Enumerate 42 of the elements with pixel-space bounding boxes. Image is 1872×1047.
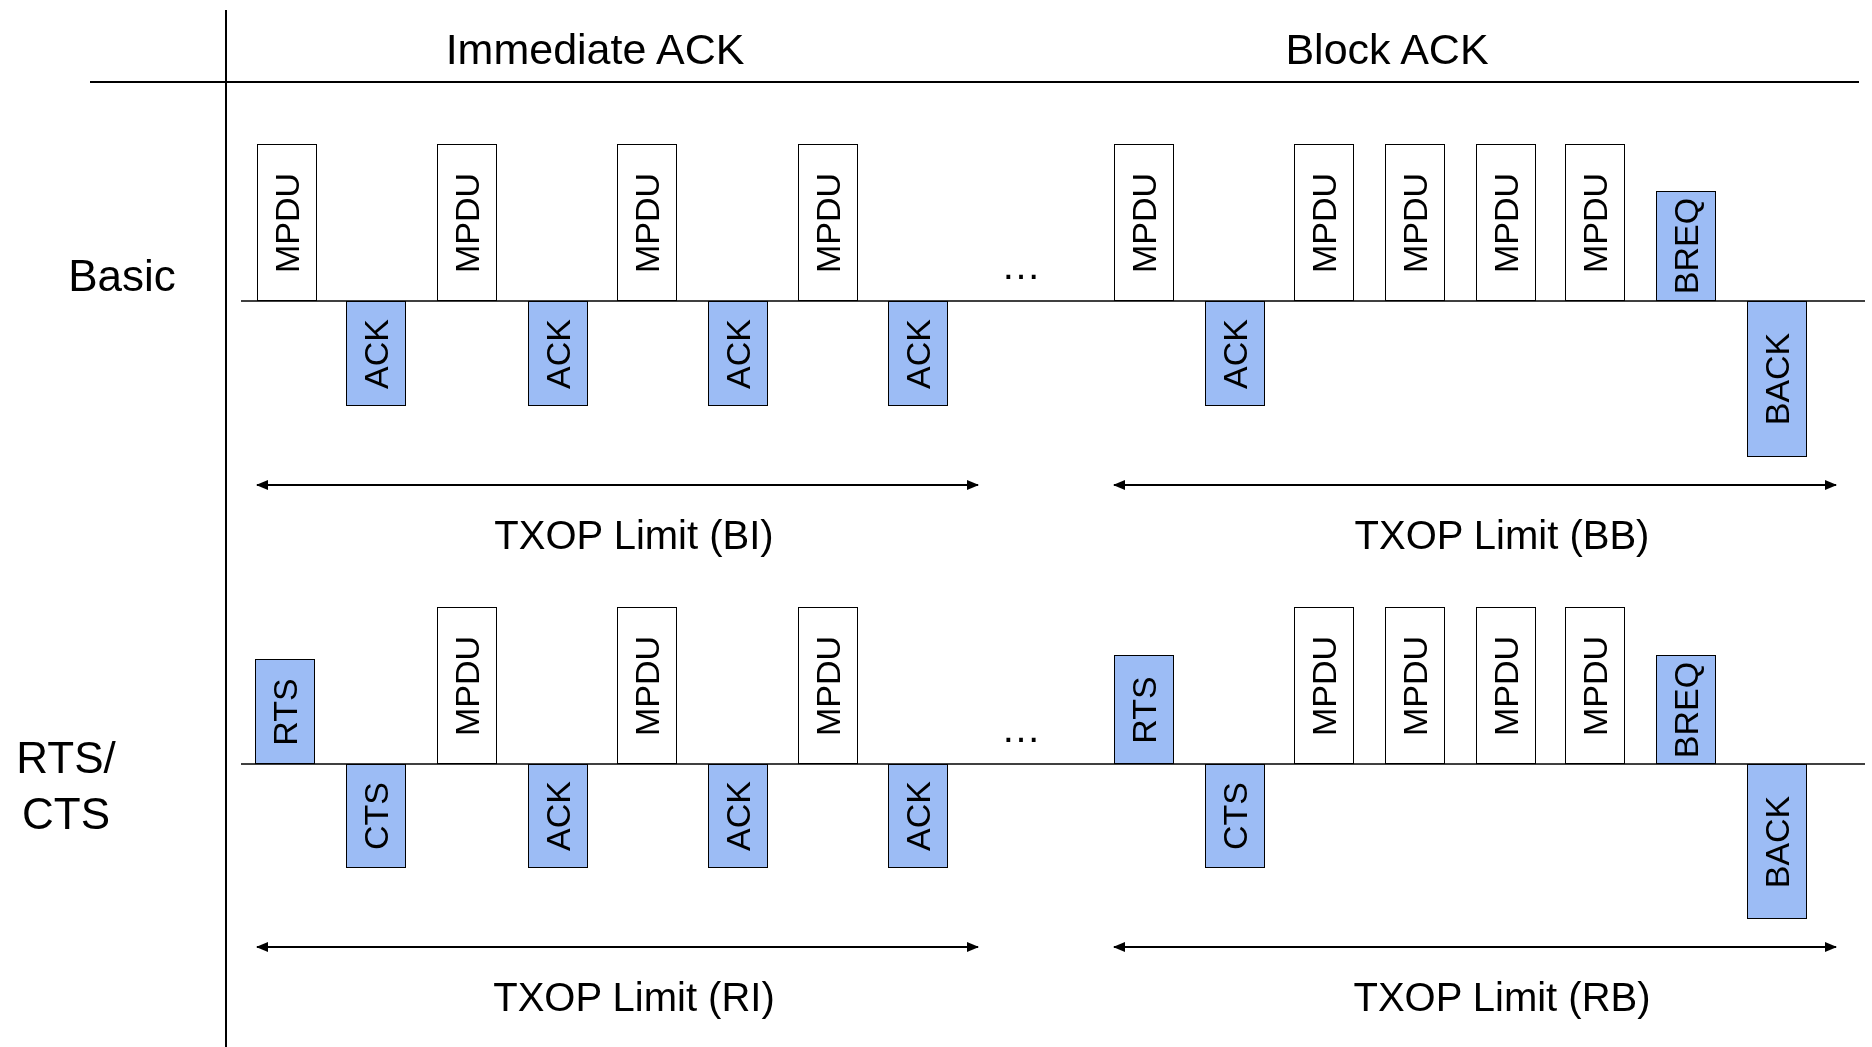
- data-frame-box: MPDU: [1565, 144, 1625, 301]
- duration-label: TXOP Limit (RB): [1353, 974, 1651, 1021]
- row-heading: RTS/ CTS: [15, 732, 117, 840]
- data-frame-box: MPDU: [798, 607, 858, 764]
- data-frame-box: MPDU: [437, 607, 497, 764]
- data-frame-box: MPDU: [798, 144, 858, 301]
- control-frame-box: BREQ: [1656, 191, 1716, 301]
- data-frame-box: MPDU: [1565, 607, 1625, 764]
- control-frame-box: ACK: [888, 764, 948, 868]
- control-frame-box: CTS: [1205, 764, 1265, 868]
- duration-label: TXOP Limit (BI): [494, 512, 774, 559]
- column-heading: Immediate ACK: [445, 23, 745, 75]
- ellipsis: …: [1001, 242, 1041, 289]
- data-frame-box: MPDU: [1476, 607, 1536, 764]
- control-frame-box: BREQ: [1656, 655, 1716, 764]
- data-frame-box: MPDU: [617, 144, 677, 301]
- control-frame-box: ACK: [1205, 301, 1265, 406]
- data-frame-box: MPDU: [1385, 144, 1445, 301]
- data-frame-box: MPDU: [1294, 144, 1354, 301]
- control-frame-box: ACK: [528, 764, 588, 868]
- data-frame-box: MPDU: [1476, 144, 1536, 301]
- data-frame-box: MPDU: [257, 144, 317, 301]
- control-frame-box: RTS: [1114, 655, 1174, 764]
- duration-label: TXOP Limit (BB): [1354, 512, 1650, 559]
- ellipsis: …: [1001, 705, 1041, 752]
- data-frame-box: MPDU: [617, 607, 677, 764]
- control-frame-box: ACK: [528, 301, 588, 406]
- control-frame-box: ACK: [346, 301, 406, 406]
- data-frame-box: MPDU: [1294, 607, 1354, 764]
- control-frame-box: BACK: [1747, 301, 1807, 457]
- data-frame-box: MPDU: [1385, 607, 1445, 764]
- row-heading: Basic: [68, 250, 176, 302]
- control-frame-box: RTS: [255, 659, 315, 764]
- control-frame-box: BACK: [1747, 764, 1807, 919]
- data-frame-box: MPDU: [1114, 144, 1174, 301]
- control-frame-box: ACK: [888, 301, 948, 406]
- column-heading: Block ACK: [1285, 23, 1489, 75]
- control-frame-box: ACK: [708, 764, 768, 868]
- duration-label: TXOP Limit (RI): [493, 974, 775, 1021]
- control-frame-box: CTS: [346, 764, 406, 868]
- data-frame-box: MPDU: [437, 144, 497, 301]
- control-frame-box: ACK: [708, 301, 768, 406]
